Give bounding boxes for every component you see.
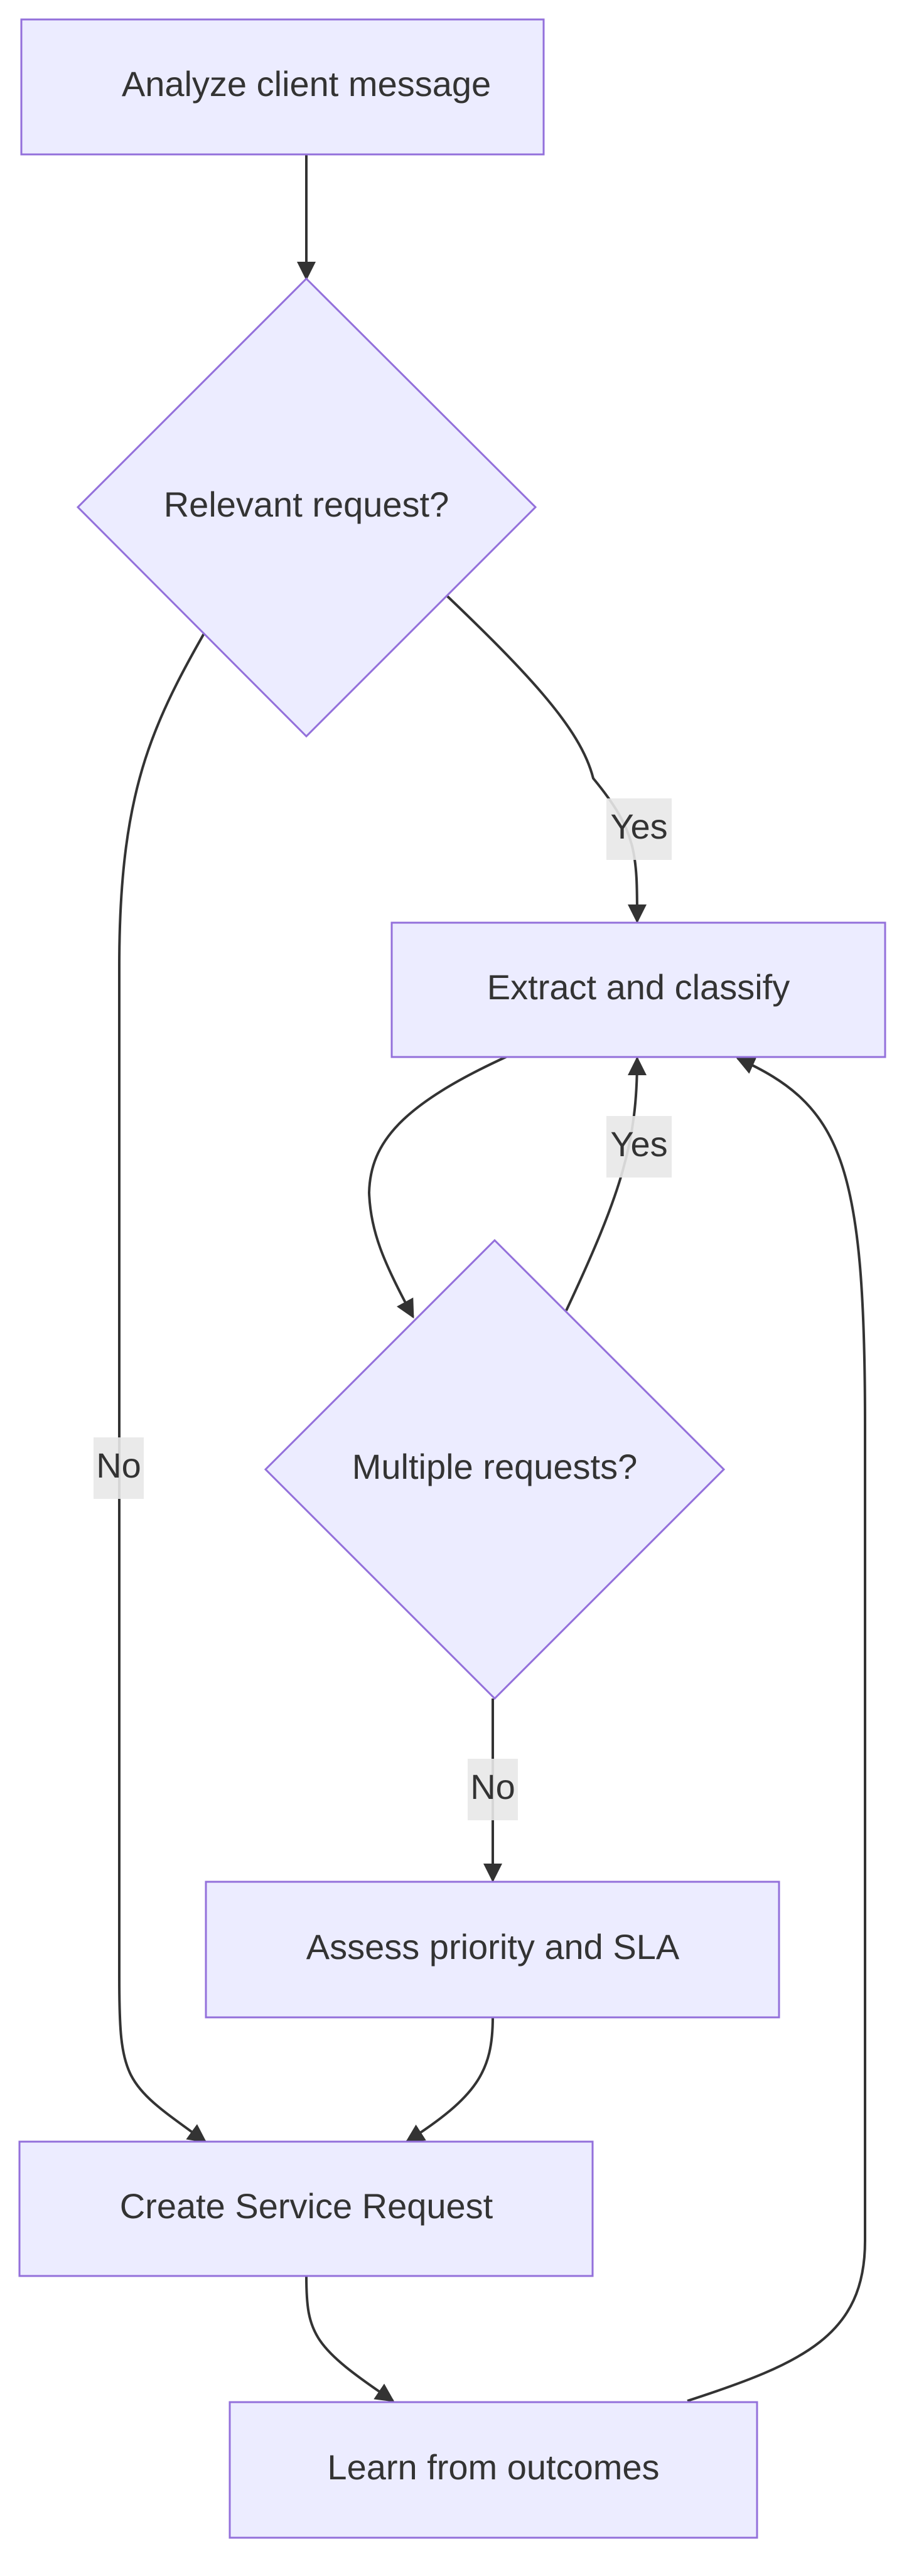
node-learn-label: Learn from outcomes (327, 2447, 659, 2487)
edge-label-yes-1-bg (606, 798, 672, 860)
edge-learn-to-extract (687, 1056, 866, 2402)
edge-label-relevant-yes: Yes (606, 798, 672, 860)
edge-label-no-2-bg (468, 1759, 518, 1820)
node-analyze-client-message: Analyze client message (20, 18, 545, 156)
node-extract-shape (390, 921, 886, 1058)
edge-label-yes-1: Yes (610, 807, 667, 846)
edge-labels: Yes No Yes No (94, 798, 672, 1820)
node-create-label: Create Service Request (120, 2186, 493, 2226)
node-assess-priority-and-sla: Assess priority and SLA (205, 1881, 780, 2019)
node-multiple-requests: Multiple requests? (264, 1238, 726, 1700)
node-relevant-label: Relevant request? (164, 485, 449, 524)
edge-relevant-to-create-no (118, 603, 222, 2143)
edge-assess-to-create (405, 2016, 494, 2143)
edge-label-multiple-no: No (468, 1759, 518, 1820)
node-relevant-request: Relevant request? (76, 277, 537, 738)
node-learn-shape (228, 2401, 758, 2539)
edge-label-multiple-yes: Yes (606, 1116, 672, 1178)
node-assess-label: Assess priority and SLA (306, 1927, 680, 1967)
nodes: Analyze client message Relevant request?… (18, 18, 886, 2539)
edge-label-no-1-bg (94, 1437, 144, 1499)
node-create-service-request: Create Service Request (18, 2140, 594, 2277)
node-assess-shape (205, 1881, 780, 2019)
edge-label-no-1: No (96, 1446, 141, 1485)
edge-label-no-2: No (470, 1767, 515, 1806)
node-extract-label: Extract and classify (487, 967, 790, 1007)
node-analyze-shape (20, 18, 545, 156)
node-analyze-label: Analyze client message (122, 64, 491, 104)
node-extract-and-classify: Extract and classify (390, 921, 886, 1058)
edge-relevant-to-extract-yes (424, 574, 647, 923)
edge-create-to-learn (305, 2275, 395, 2402)
node-multiple-shape (264, 1238, 726, 1700)
node-multiple-label: Multiple requests? (352, 1447, 637, 1486)
node-create-shape (18, 2140, 594, 2277)
edge-label-yes-2: Yes (610, 1124, 667, 1164)
node-learn-from-outcomes: Learn from outcomes (228, 2401, 758, 2539)
edge-multiple-to-extract-yes (565, 1056, 647, 1311)
edge-label-relevant-no: No (94, 1437, 144, 1499)
edge-extract-to-multiple (367, 1055, 508, 1319)
edge-label-yes-2-bg (606, 1116, 672, 1178)
node-relevant-shape (76, 277, 537, 738)
